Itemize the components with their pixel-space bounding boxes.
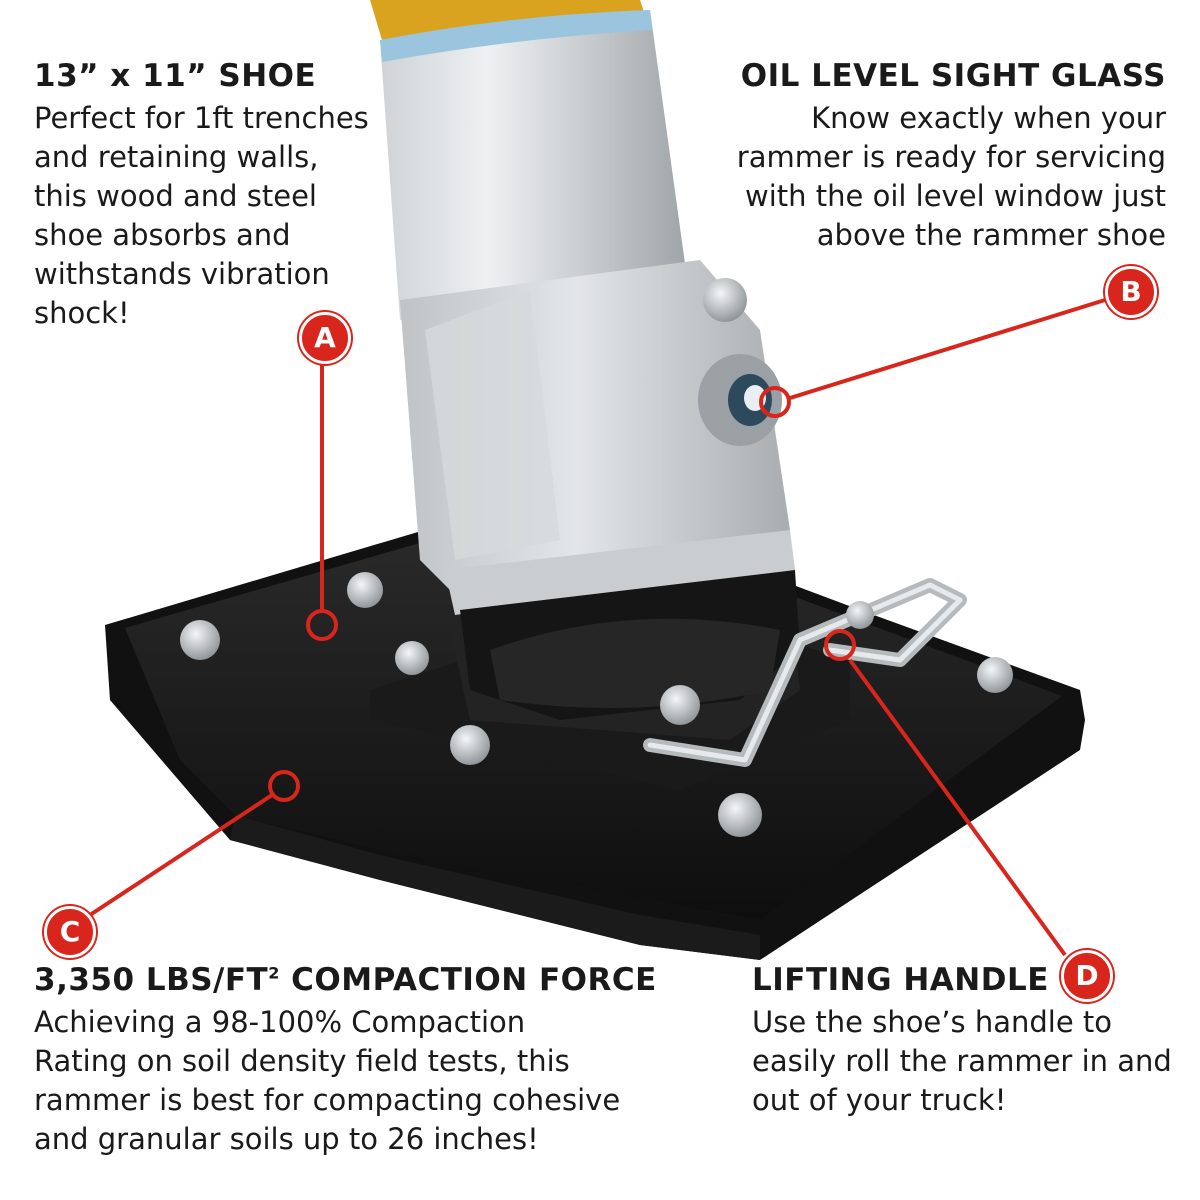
callout-sight-glass: OIL LEVEL SIGHT GLASS Know exactly when …: [646, 58, 1166, 255]
callout-shoe-text: Perfect for 1ft trenches and retaining w…: [34, 101, 369, 331]
callout-leaders: [88, 298, 1106, 957]
sight-glass: [698, 278, 782, 446]
lifting-handle: [643, 578, 967, 767]
callout-compaction-force-title: 3,350 LBS/FT2 COMPACTION FORCE: [34, 962, 657, 998]
callout-lifting-handle-text: Use the shoe’s handle to easily roll the…: [752, 1005, 1172, 1118]
callout-compaction-force: 3,350 LBS/FT2 COMPACTION FORCE Achieving…: [34, 962, 714, 1159]
callout-shoe: 13” x 11” SHOE Perfect for 1ft trenches …: [34, 58, 434, 333]
marker-c-badge: C: [44, 906, 96, 958]
marker-a-badge: A: [299, 312, 351, 364]
marker-b-badge: B: [1105, 266, 1157, 318]
marker-d-badge: D: [1061, 950, 1113, 1002]
callout-lifting-handle-title: LIFTING HANDLE: [752, 962, 1049, 998]
callout-lifting-handle: LIFTING HANDLE Use the shoe’s handle to …: [752, 962, 1192, 1120]
callout-sight-glass-title: OIL LEVEL SIGHT GLASS: [740, 58, 1166, 94]
rammer-body: [370, 0, 800, 720]
callout-shoe-title: 13” x 11” SHOE: [34, 58, 317, 94]
plate-bolts: [180, 572, 1013, 837]
callout-compaction-force-text: Achieving a 98-100% Compaction Rating on…: [34, 1005, 621, 1157]
callout-sight-glass-text: Know exactly when your rammer is ready f…: [736, 101, 1166, 253]
